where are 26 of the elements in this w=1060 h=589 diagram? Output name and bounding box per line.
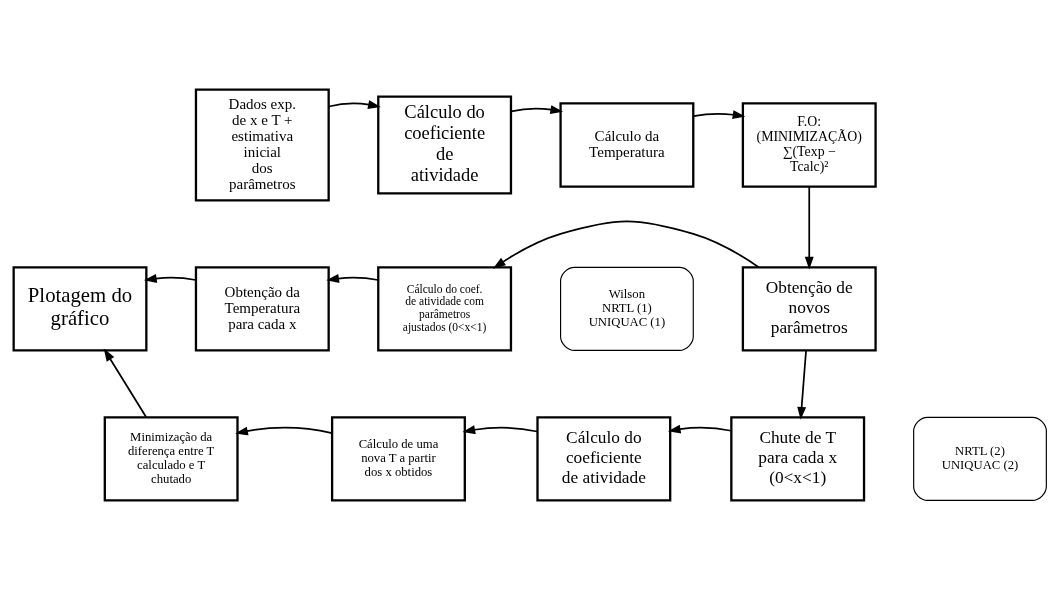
- node-box: Obtenção da Temperatura para cada x: [194, 265, 330, 352]
- node-box: Cálculo da Temperatura: [559, 101, 695, 188]
- node-box: F.O: (MINIMIZAÇÃO) ∑(Texp − Tcalc)²: [741, 101, 877, 188]
- node-box: Cálculo do coeficiente de atividade: [536, 415, 672, 502]
- node-box: Wilson NRTL (1) UNIQUAC (1): [560, 266, 694, 351]
- arrow: [492, 219, 760, 269]
- arrow: [144, 273, 197, 283]
- arrow: [804, 185, 814, 270]
- arrow: [235, 426, 333, 435]
- arrow: [462, 424, 538, 434]
- node-box: Cálculo do coeficiente de atividade: [377, 94, 513, 195]
- node-box: Dados exp. de x e T + estimativa inicial dos parâmetros: [194, 87, 330, 202]
- arrow: [797, 349, 807, 420]
- node-box: Obtenção de novos parâmetros: [741, 265, 877, 352]
- node-box: Chute de T para cada x (0<x<1): [730, 415, 866, 502]
- node-box: NRTL (2) UNIQUAC (2): [913, 416, 1047, 501]
- arrow: [103, 348, 147, 418]
- arrow: [326, 273, 380, 283]
- arrow: [328, 99, 381, 109]
- node-box: Minimização da diferença entre T calculado e T chutado: [103, 415, 239, 502]
- node-box: Cálculo de uma nova T a partir dos x obtidos: [330, 415, 466, 502]
- node-box: Cálculo do coef. de atividade com parâmetros ajustados (0<x<1): [377, 265, 513, 352]
- arrow: [692, 109, 746, 119]
- node-box: Plotagem do gráfico: [12, 265, 148, 352]
- arrow: [667, 424, 732, 433]
- arrow: [510, 104, 564, 114]
